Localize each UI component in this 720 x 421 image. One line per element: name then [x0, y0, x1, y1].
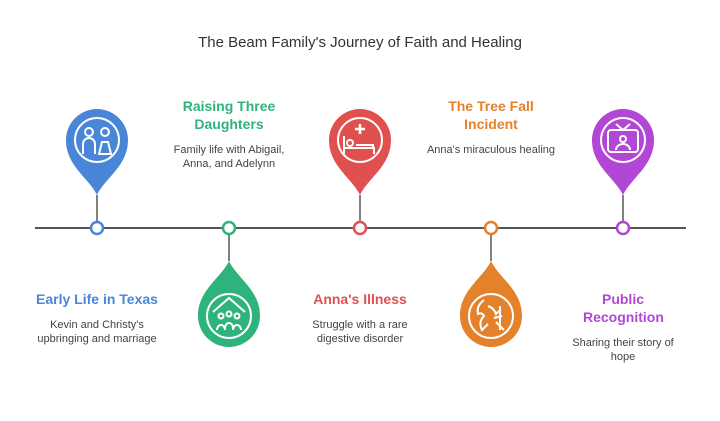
milestone-2 [198, 220, 260, 347]
milestone-description: Anna's miraculous healing [426, 144, 556, 156]
milestone-3 [329, 109, 391, 236]
milestone-2-text: Raising Three Daughters Family life with… [164, 97, 294, 171]
milestone-description: Sharing their story of hope [572, 337, 674, 363]
timeline-node [221, 220, 237, 236]
milestone-heading: Raising Three Daughters [182, 98, 276, 132]
milestone-description: Kevin and Christy's upbringing and marri… [37, 319, 157, 345]
milestone-heading: Public Recognition [583, 291, 664, 325]
timeline-node [483, 220, 499, 236]
milestone-heading: Anna's Illness [313, 291, 407, 307]
milestone-5-text: Public Recognition Sharing their story o… [563, 290, 683, 364]
tree-fall-icon [476, 299, 505, 332]
milestone-4 [460, 220, 522, 347]
milestone-1-text: Early Life in Texas Kevin and Christy's … [27, 290, 167, 346]
milestone-4-text: The Tree Fall Incident Anna's miraculous… [426, 97, 556, 157]
milestone-1 [66, 109, 128, 236]
milestone-3-text: Anna's Illness Struggle with a rare dige… [295, 290, 425, 346]
milestone-5 [592, 109, 654, 236]
pin-icon-ring [337, 117, 383, 163]
timeline-node [89, 220, 105, 236]
milestone-heading: The Tree Fall Incident [448, 98, 534, 132]
hospital-bed-icon [343, 124, 375, 154]
pin-icon-ring [74, 117, 120, 163]
family-home-icon [212, 296, 246, 331]
milestone-description: Family life with Abigail, Anna, and Adel… [173, 144, 285, 170]
milestone-description: Struggle with a rare digestive disorder [312, 319, 408, 345]
television-icon [607, 123, 639, 153]
timeline-node [352, 220, 368, 236]
milestone-heading: Early Life in Texas [36, 291, 158, 307]
diagram-title: The Beam Family's Journey of Faith and H… [198, 34, 522, 51]
timeline-node [615, 220, 631, 236]
couple-icon [82, 127, 113, 155]
pin-icon-ring [468, 293, 514, 339]
